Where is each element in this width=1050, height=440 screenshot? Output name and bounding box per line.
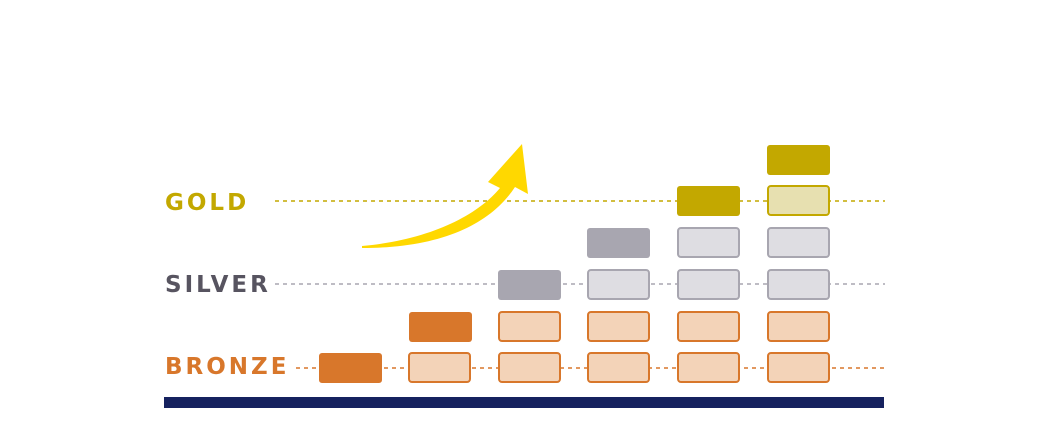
bronze-box — [498, 352, 561, 383]
tier-label-gold: GOLD — [165, 190, 250, 216]
bronze-box-solid — [319, 353, 382, 383]
bronze-box — [677, 311, 740, 342]
curved-up-arrow-icon — [362, 144, 528, 248]
silver-box — [677, 269, 740, 300]
bronze-box — [587, 311, 650, 342]
silver-box-solid — [498, 270, 561, 300]
gold-box — [767, 185, 830, 216]
bronze-box — [408, 352, 471, 383]
bronze-box — [587, 352, 650, 383]
silver-box — [767, 227, 830, 258]
tier-label-silver: SILVER — [165, 272, 271, 298]
silver-box — [587, 269, 650, 300]
bronze-box — [498, 311, 561, 342]
baseline-bar — [164, 397, 884, 408]
tier-label-bronze: BRONZE — [165, 354, 290, 380]
bronze-box — [767, 352, 830, 383]
gold-box-solid — [767, 145, 830, 175]
gold-box-solid — [677, 186, 740, 216]
silver-box — [767, 269, 830, 300]
silver-box — [677, 227, 740, 258]
bronze-box — [767, 311, 830, 342]
bronze-box — [677, 352, 740, 383]
silver-box-solid — [587, 228, 650, 258]
bronze-box-solid — [409, 312, 472, 342]
